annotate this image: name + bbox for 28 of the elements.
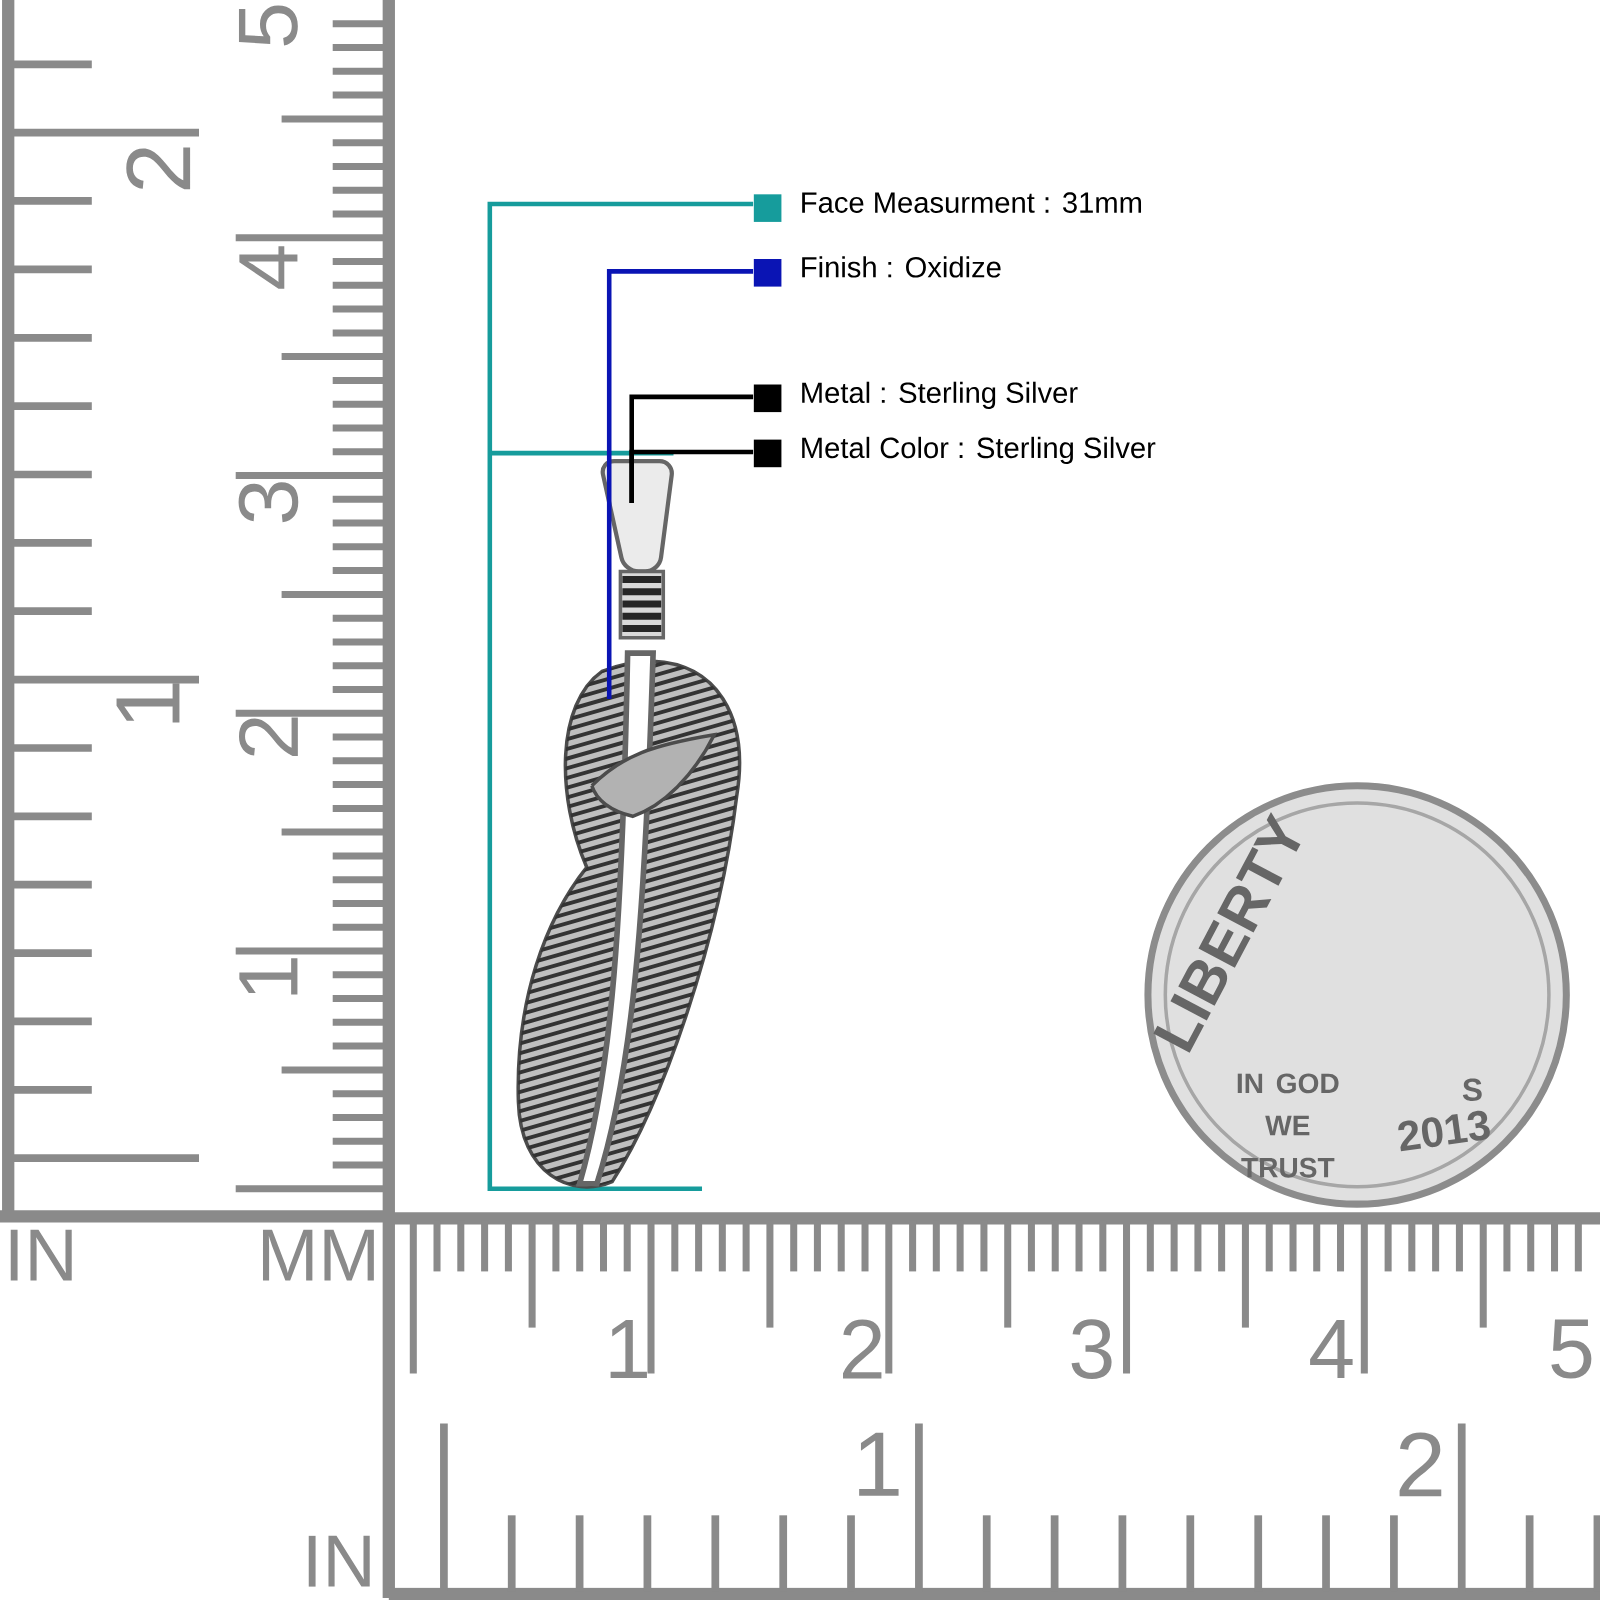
coin-inscription: S — [1462, 1078, 1482, 1102]
ruler-number: 2 — [126, 147, 191, 190]
ruler-number: 4 — [1310, 1320, 1353, 1379]
ruler-number: 1 — [859, 1432, 899, 1496]
spec-label: Finish : Oxidize — [753, 256, 1001, 287]
spec-label: Metal : Sterling Silver — [753, 381, 1078, 413]
unit-label: MM — [263, 1229, 374, 1281]
ruler-number: 1 — [239, 958, 298, 995]
coin-inscription: 2013 — [1398, 1110, 1490, 1152]
feather-pendant-drawing — [516, 459, 742, 1189]
spec-label: Face Measurment : 31mm — [753, 192, 1141, 222]
ruler-number: 1 — [116, 683, 180, 723]
unit-label: IN — [308, 1535, 370, 1587]
ruler-number: 1 — [610, 1320, 647, 1379]
leader-line — [606, 269, 754, 699]
ruler-number: 2 — [843, 1319, 882, 1379]
ruler-number: 4 — [239, 246, 298, 289]
leader-line — [629, 449, 754, 503]
coin-inscription: IN GOD WE TRUST — [1237, 1073, 1339, 1178]
ruler-number: 2 — [239, 717, 298, 756]
ruler-number: 5 — [1551, 1319, 1592, 1379]
ruler-number: 2 — [1399, 1432, 1442, 1497]
ruler-number: 3 — [1071, 1319, 1112, 1379]
ruler-number: 5 — [238, 5, 298, 46]
unit-label: IN — [10, 1229, 72, 1281]
spec-label: Metal Color : Sterling Silver — [753, 436, 1156, 468]
ruler-number: 3 — [238, 482, 299, 523]
coin — [1144, 782, 1570, 1208]
